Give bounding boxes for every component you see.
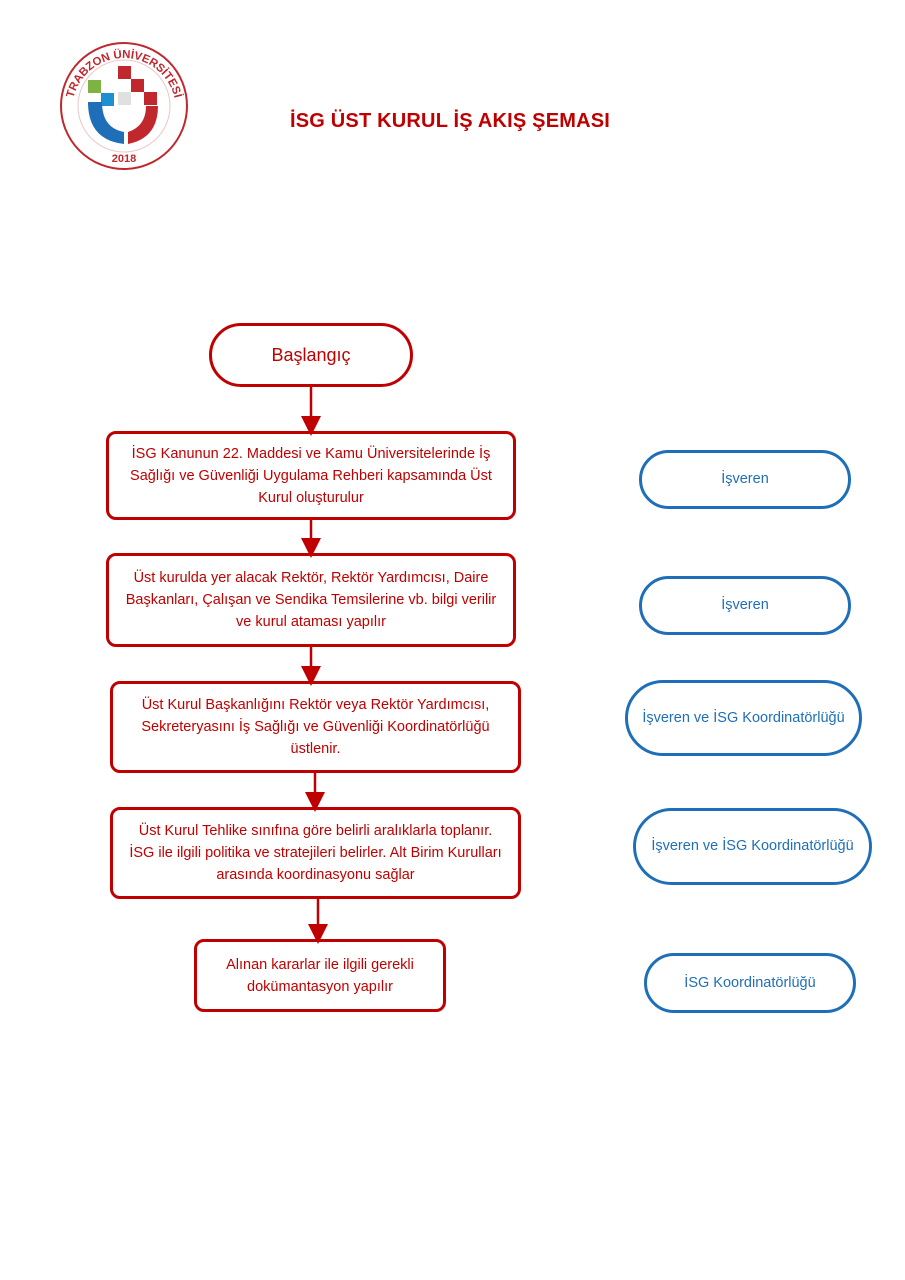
responsible-4: İşveren ve İSG Koordinatörlüğü bbox=[633, 808, 872, 885]
responsible-3: İşveren ve İSG Koordinatörlüğü bbox=[625, 680, 862, 756]
process-step-text: Alınan kararlar ile ilgili gerekli doküm… bbox=[226, 956, 414, 995]
logo-year: 2018 bbox=[112, 153, 136, 165]
responsible-2: İşveren bbox=[639, 576, 851, 635]
process-step-4: Üst Kurul Tehlike sınıfına göre belirli … bbox=[110, 807, 521, 899]
trabzon-university-logo: TRABZON ÜNİVERSİTESİ 2018 bbox=[60, 42, 188, 170]
responsible-label: İşveren ve İSG Koordinatörlüğü bbox=[651, 838, 854, 854]
responsible-label: İşveren bbox=[721, 597, 769, 613]
page-title: İSG ÜST KURUL İŞ AKIŞ ŞEMASI bbox=[289, 110, 611, 132]
process-step-text: İSG Kanunun 22. Maddesi ve Kamu Üniversi… bbox=[130, 445, 492, 506]
responsible-1: İşveren bbox=[639, 450, 851, 509]
process-step-2: Üst kurulda yer alacak Rektör, Rektör Ya… bbox=[106, 553, 516, 647]
process-step-text: Üst Kurul Başkanlığını Rektör veya Rektö… bbox=[141, 697, 490, 757]
process-step-text: Üst kurulda yer alacak Rektör, Rektör Ya… bbox=[125, 570, 497, 630]
responsible-5: İSG Koordinatörlüğü bbox=[644, 953, 856, 1013]
start-terminal: Başlangıç bbox=[209, 323, 413, 387]
process-step-text: Üst Kurul Tehlike sınıfına göre belirli … bbox=[129, 823, 502, 883]
responsible-label: İşveren ve İSG Koordinatörlüğü bbox=[642, 709, 845, 726]
process-step-1: İSG Kanunun 22. Maddesi ve Kamu Üniversi… bbox=[106, 431, 516, 520]
process-step-3: Üst Kurul Başkanlığını Rektör veya Rektö… bbox=[110, 681, 521, 773]
responsible-label: İSG Koordinatörlüğü bbox=[684, 974, 816, 991]
responsible-label: İşveren bbox=[721, 471, 769, 487]
process-step-5: Alınan kararlar ile ilgili gerekli doküm… bbox=[194, 939, 446, 1012]
start-label: Başlangıç bbox=[271, 344, 351, 365]
